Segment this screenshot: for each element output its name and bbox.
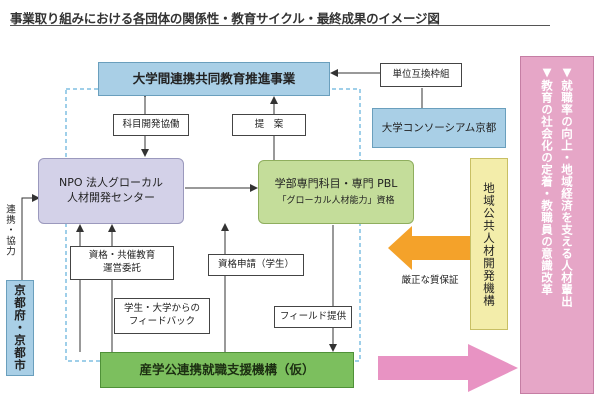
outcome-arrow [378, 344, 518, 392]
support-org-box: 産学公連携就職支援機構（仮） [100, 352, 354, 388]
npo-center-label: NPO 法人グローカル 人材開発センター [58, 176, 164, 204]
courses-label-sub: 「グローカル人材能力」資格 [277, 195, 395, 206]
consortium-label: 大学コンソーシアム京都 [381, 121, 497, 134]
cosponsor-label: 資格・共催教育 運営委託 [70, 246, 174, 280]
course-dev-label: 科目開発協働 [113, 114, 189, 136]
consortium-box: 大学コンソーシアム京都 [372, 108, 506, 148]
credit-exchange-label: 単位互換枠組 [380, 63, 462, 87]
support-org-label: 産学公連携就職支援機構（仮） [139, 361, 315, 377]
npo-center-box: NPO 法人グローカル 人材開発センター [38, 158, 184, 224]
proposal-label: 提 案 [232, 114, 306, 136]
collab-label: 連携・協力 [4, 204, 15, 257]
outcome-box: ▼就職率の向上・地域経済を支える人材輩出 ▼教育の社会化の定着・教職員の意識改革 [520, 56, 594, 394]
outcome-line2: ▼教育の社会化の定着・教職員の意識改革 [540, 65, 554, 296]
courses-label-main: 学部専門科目・専門 PBL [274, 177, 398, 190]
regional-org-box: 地域公共人材開発機構 [470, 158, 508, 330]
prefecture-box: 京都府・京都市 [6, 280, 34, 376]
field-provide-label: フィールド提供 [274, 306, 352, 328]
page-title: 事業取り組みにおける各団体の関係性・教育サイクル・最終成果のイメージ図 [10, 8, 550, 26]
outcome-line1: ▼就職率の向上・地域経済を支える人材輩出 [560, 65, 574, 308]
regional-org-label: 地域公共人材開発機構 [482, 181, 496, 307]
courses-box: 学部専門科目・専門 PBL 「グローカル人材能力」資格 [258, 160, 414, 224]
prefecture-label: 京都府・京都市 [13, 284, 27, 372]
quality-assurance-arrow [388, 226, 470, 270]
top-program-box: 大学間連携共同教育推進事業 [98, 62, 330, 96]
cert-apply-label: 資格申請（学生） [208, 254, 304, 276]
top-program-label: 大学間連携共同教育推進事業 [132, 70, 296, 86]
collab-arrow [21, 194, 40, 280]
quality-label: 厳正な質保証 [401, 275, 459, 286]
feedback-label: 学生・大学からの フィードバック [114, 298, 210, 334]
